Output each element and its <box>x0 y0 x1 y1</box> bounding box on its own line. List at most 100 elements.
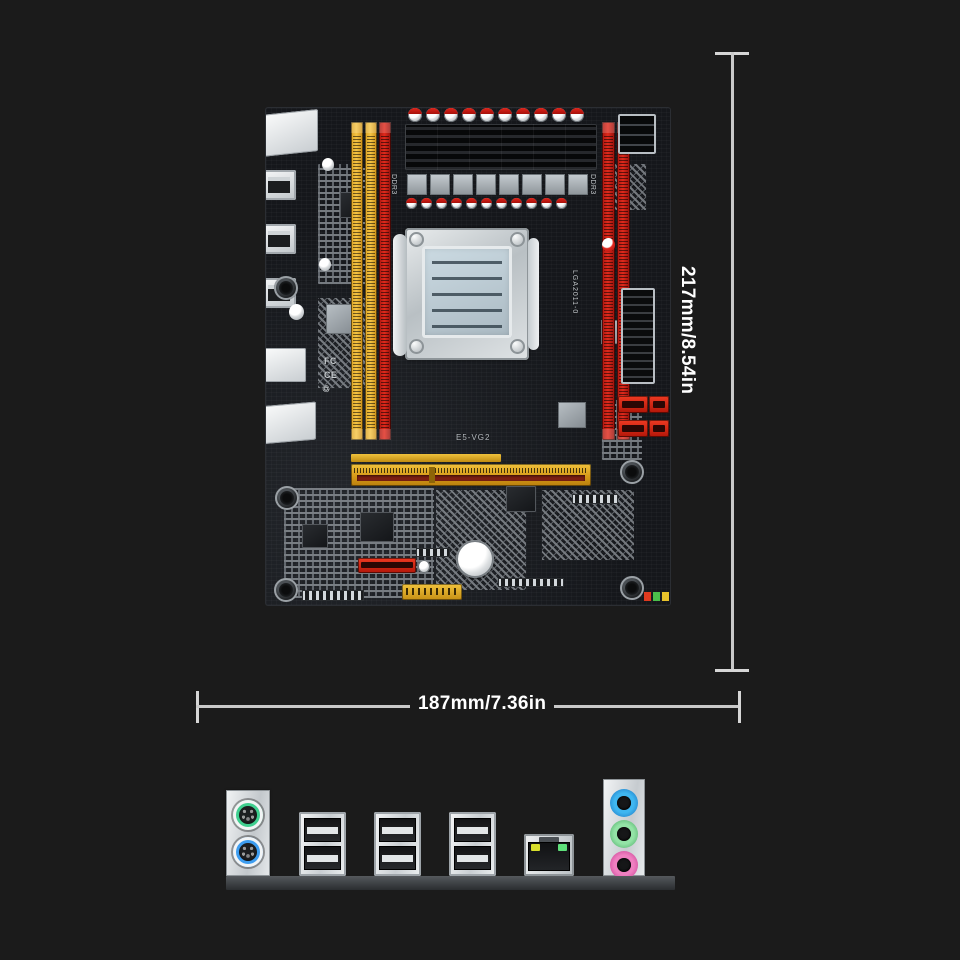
onboard-usb-port-2 <box>266 224 296 254</box>
weee-mark-icon: ♲ <box>322 384 331 394</box>
socket-screw-lug <box>409 232 424 247</box>
width-dimension-label: 187mm/7.36in <box>410 692 555 716</box>
height-dimension-bottom-cap <box>715 669 749 672</box>
fan-header-5 <box>620 576 644 600</box>
dimm-slot-b3 <box>617 122 630 440</box>
chip-southbridge <box>360 512 394 542</box>
pcie-slot-channel <box>357 475 585 481</box>
dimm-slot-pins <box>604 134 613 428</box>
ps2-mouse-port-pins <box>239 806 257 824</box>
fan-header-4 <box>620 460 644 484</box>
height-dimension-label: 217mm/8.54in <box>674 260 700 401</box>
sata-port-3 <box>649 396 669 413</box>
dimm-latch-top <box>351 122 363 133</box>
fan-header-1 <box>274 276 298 300</box>
status-led-red <box>644 592 651 601</box>
mosfet <box>499 174 519 195</box>
capacitor-row-top <box>408 108 584 122</box>
capacitor-row-below-mosfets <box>406 198 567 209</box>
usb-port <box>304 818 341 842</box>
eps-8pin-cpu-power-connector <box>618 114 656 154</box>
socket-pin-array <box>422 246 512 338</box>
rear-io-panel <box>226 778 675 890</box>
dimm-latch-top <box>602 122 615 133</box>
capacitor-bottom <box>418 560 430 573</box>
onboard-rj45-port <box>266 348 306 382</box>
capacitor <box>496 198 507 209</box>
chip-audio-codec <box>326 304 354 334</box>
usb-port <box>379 846 416 870</box>
dimm-slot-pins <box>619 134 628 428</box>
pcie-slot-key <box>429 467 435 483</box>
dimm-latch-bottom <box>351 429 363 440</box>
onboard-audio-jack-block <box>266 401 316 445</box>
sata-port-5-bottom <box>358 558 416 573</box>
capacitor <box>406 198 417 209</box>
usb-port <box>454 846 491 870</box>
capacitor <box>552 108 566 122</box>
capacitor <box>541 198 552 209</box>
mosfet <box>430 174 450 195</box>
capacitor <box>480 108 494 122</box>
dimm-slot-a2 <box>365 122 377 440</box>
sata-port-2 <box>618 420 648 437</box>
usb-port <box>304 846 341 870</box>
atx-24pin-power-connector <box>621 288 655 384</box>
dimm-slot-b1 <box>379 122 391 440</box>
capacitor <box>498 108 512 122</box>
chip-clock-generator <box>558 402 586 428</box>
front-panel-usb-header-pins <box>406 588 458 595</box>
dimm-slot-pins <box>367 134 375 428</box>
sata-port-4 <box>649 420 669 437</box>
capacitor <box>408 108 422 122</box>
cpu-socket-lga2011 <box>393 228 539 360</box>
height-dimension-line <box>731 52 734 672</box>
audio-line-out-jack <box>610 820 638 848</box>
dimm-latch-bottom <box>379 429 391 440</box>
socket-screw-lug <box>510 339 525 354</box>
ps2-keyboard-port <box>233 837 263 867</box>
lan-activity-led <box>531 844 540 851</box>
capacitor-misc-1 <box>322 158 334 171</box>
rj45-latch-tab <box>539 837 559 845</box>
status-led-yellow <box>662 592 669 601</box>
capacitor <box>526 198 537 209</box>
rj45-lan-port <box>524 834 574 876</box>
chip-super-io <box>506 486 536 512</box>
capacitor <box>444 108 458 122</box>
mosfet <box>407 174 427 195</box>
chip-bios-flash <box>302 524 328 548</box>
vrm-heatsink <box>405 124 597 170</box>
onboard-usb-port-1 <box>266 170 296 200</box>
ps2-port-plate <box>226 790 270 876</box>
audio-mic-in-hole <box>617 858 631 872</box>
socket-retention-arm-right <box>528 238 539 350</box>
capacitor-misc-4 <box>602 238 615 252</box>
socket-screw-lug <box>510 232 525 247</box>
capacitor <box>511 198 522 209</box>
fan-header-2 <box>275 486 299 510</box>
capacitor-misc-2 <box>319 258 331 271</box>
socket-screw-lug <box>409 339 424 354</box>
mosfet <box>545 174 565 195</box>
usb-port-stack-3 <box>449 812 496 876</box>
capacitor-misc-3 <box>289 304 304 320</box>
audio-line-out-hole <box>617 827 631 841</box>
sata-port-1 <box>618 396 648 413</box>
dimm-slot-a1 <box>351 122 363 440</box>
mosfet-row <box>407 174 588 195</box>
usb-port-stack-2 <box>374 812 421 876</box>
usb-port <box>454 818 491 842</box>
dimm-latch-bottom <box>365 429 377 440</box>
usb-port-stack-1 <box>299 812 346 876</box>
front-panel-header-4 <box>572 494 618 504</box>
width-dimension-right-cap <box>738 691 741 723</box>
status-led-green <box>653 592 660 601</box>
dimm-latch-top <box>379 122 391 133</box>
silkscreen-socket-label: LGA2011-0 <box>571 270 578 315</box>
front-panel-header-2 <box>416 548 450 557</box>
capacitor <box>481 198 492 209</box>
capacitor <box>516 108 530 122</box>
onboard-ps2-port-block <box>266 109 318 157</box>
